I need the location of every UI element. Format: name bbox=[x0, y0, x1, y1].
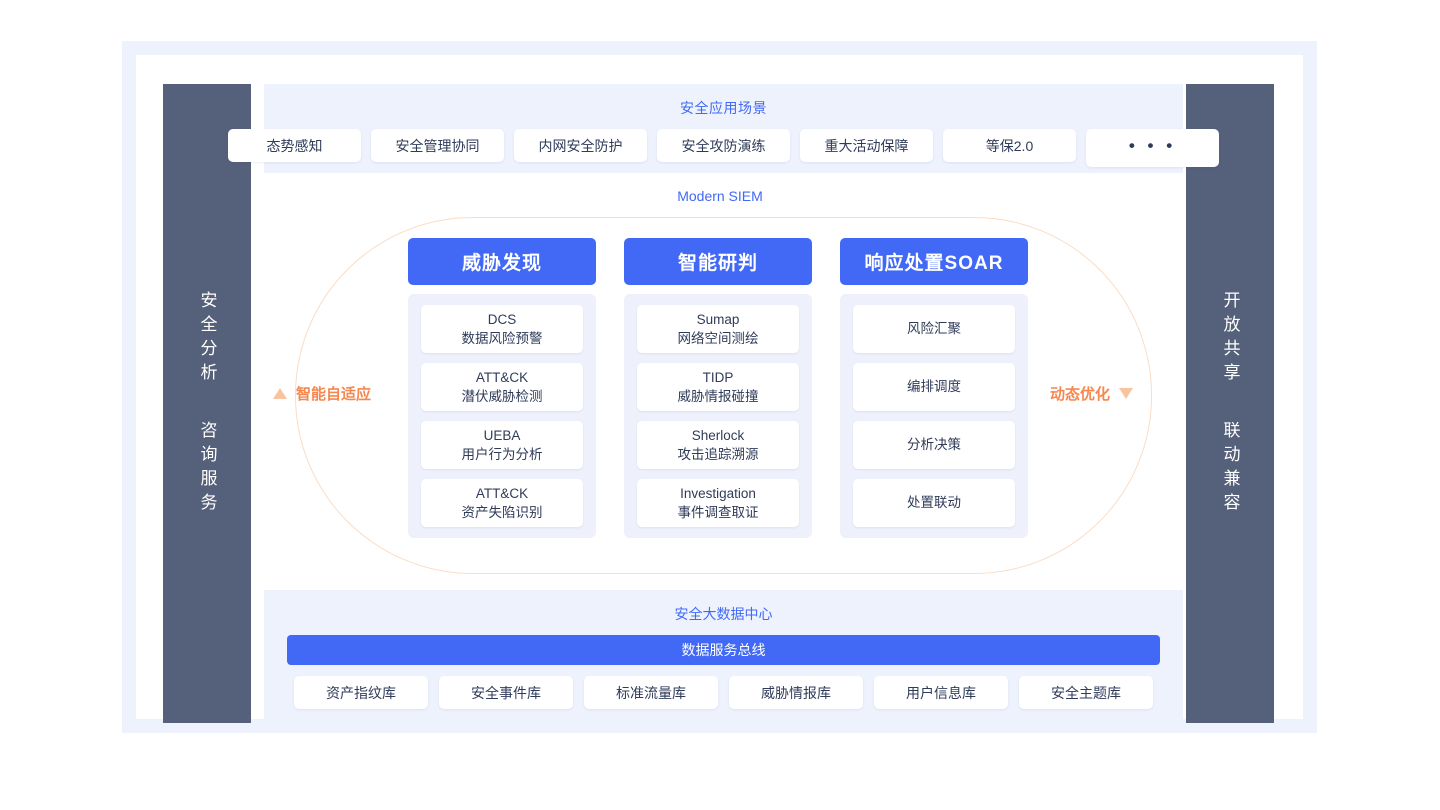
annotation-optimize: 动态优化 bbox=[1050, 383, 1134, 404]
card-en: Investigation bbox=[680, 485, 756, 501]
card-cn: 编排调度 bbox=[907, 379, 961, 395]
scenario-tag-more[interactable]: • • • bbox=[1086, 129, 1219, 167]
scenarios-tag-row: 态势感知 安全管理协同 内网安全防护 安全攻防演练 重大活动保障 等保2.0 •… bbox=[228, 129, 1219, 167]
scenarios-title: 安全应用场景 bbox=[680, 100, 767, 116]
right-side-panel: 开放共享 联动兼容 bbox=[1186, 84, 1274, 723]
card-en: UEBA bbox=[483, 427, 521, 443]
annotation-adaptive: 智能自适应 bbox=[273, 383, 371, 404]
left-panel-line-2: 咨询服务 bbox=[197, 420, 217, 517]
data-store-tag[interactable]: 标准流量库 bbox=[584, 676, 718, 709]
scenarios-section: 安全应用场景 态势感知 安全管理协同 内网安全防护 安全攻防演练 重大活动保障 … bbox=[228, 84, 1219, 173]
data-store-tag[interactable]: 安全主题库 bbox=[1019, 676, 1153, 709]
left-side-panel: 安全分析 咨询服务 bbox=[163, 84, 251, 723]
pillars-container: 威胁发现 DCS 数据风险预警 ATT&CK 潜伏威胁检测 UEBA 用户行为分… bbox=[408, 238, 1028, 538]
card-cn: 分析决策 bbox=[907, 437, 961, 453]
card-cn: 资产失陷识别 bbox=[461, 505, 543, 520]
right-panel-line-1: 开放共享 bbox=[1220, 290, 1240, 387]
pillar-card[interactable]: Sumap 网络空间测绘 bbox=[637, 305, 799, 353]
triangle-up-icon bbox=[273, 388, 287, 399]
data-store-row: 资产指纹库 安全事件库 标准流量库 威胁情报库 用户信息库 安全主题库 bbox=[294, 676, 1153, 709]
data-center-section: 安全大数据中心 数据服务总线 资产指纹库 安全事件库 标准流量库 威胁情报库 用… bbox=[264, 590, 1183, 723]
scenario-tag[interactable]: 态势感知 bbox=[228, 129, 361, 162]
card-en: ATT&CK bbox=[475, 369, 529, 385]
card-cn: 潜伏威胁检测 bbox=[461, 389, 543, 404]
scenario-tag[interactable]: 等保2.0 bbox=[943, 129, 1076, 162]
card-cn: 用户行为分析 bbox=[461, 447, 543, 462]
scenario-tag[interactable]: 安全攻防演练 bbox=[657, 129, 790, 162]
card-cn: 威胁情报碰撞 bbox=[677, 389, 759, 404]
pillar-response-soar: 响应处置SOAR 风险汇聚 编排调度 分析决策 处置联动 bbox=[840, 238, 1028, 538]
card-en: TIDP bbox=[702, 369, 734, 385]
data-store-tag[interactable]: 安全事件库 bbox=[439, 676, 573, 709]
data-center-title: 安全大数据中心 bbox=[674, 606, 773, 622]
scenario-tag[interactable]: 安全管理协同 bbox=[371, 129, 504, 162]
card-en: Sumap bbox=[696, 311, 740, 327]
pillar-threat-discovery: 威胁发现 DCS 数据风险预警 ATT&CK 潜伏威胁检测 UEBA 用户行为分… bbox=[408, 238, 596, 538]
card-en: Sherlock bbox=[691, 427, 745, 443]
pillar-header[interactable]: 响应处置SOAR bbox=[840, 238, 1028, 285]
scenario-tag[interactable]: 内网安全防护 bbox=[514, 129, 647, 162]
pillar-header[interactable]: 智能研判 bbox=[624, 238, 812, 285]
pillar-card[interactable]: 处置联动 bbox=[853, 479, 1015, 527]
data-store-tag[interactable]: 威胁情报库 bbox=[729, 676, 863, 709]
data-store-tag[interactable]: 资产指纹库 bbox=[294, 676, 428, 709]
left-panel-line-1: 安全分析 bbox=[197, 290, 217, 387]
pillar-card-group: 风险汇聚 编排调度 分析决策 处置联动 bbox=[840, 294, 1028, 538]
scenario-tag[interactable]: 重大活动保障 bbox=[800, 129, 933, 162]
pillar-card[interactable]: 编排调度 bbox=[853, 363, 1015, 411]
annotation-adaptive-label: 智能自适应 bbox=[296, 386, 372, 403]
card-cn: 处置联动 bbox=[907, 495, 961, 511]
triangle-down-icon bbox=[1119, 388, 1134, 399]
siem-boundary-shape bbox=[295, 217, 1152, 574]
card-en: ATT&CK bbox=[475, 485, 529, 501]
right-panel-line-2: 联动兼容 bbox=[1220, 420, 1240, 517]
annotation-optimize-label: 动态优化 bbox=[1050, 386, 1111, 403]
card-cn: 攻击追踪溯源 bbox=[677, 447, 759, 462]
pillar-card[interactable]: DCS 数据风险预警 bbox=[421, 305, 583, 353]
card-cn: 事件调查取证 bbox=[677, 505, 759, 520]
pillar-card[interactable]: ATT&CK 潜伏威胁检测 bbox=[421, 363, 583, 411]
data-store-tag[interactable]: 用户信息库 bbox=[874, 676, 1008, 709]
pillar-card[interactable]: UEBA 用户行为分析 bbox=[421, 421, 583, 469]
pillar-card-group: Sumap 网络空间测绘 TIDP 威胁情报碰撞 Sherlock 攻击追踪溯源… bbox=[624, 294, 812, 538]
siem-title: Modern SIEM bbox=[677, 188, 763, 204]
data-service-bus[interactable]: 数据服务总线 bbox=[287, 635, 1160, 665]
pillar-card[interactable]: 风险汇聚 bbox=[853, 305, 1015, 353]
pillar-card-group: DCS 数据风险预警 ATT&CK 潜伏威胁检测 UEBA 用户行为分析 ATT… bbox=[408, 294, 596, 538]
pillar-card[interactable]: TIDP 威胁情报碰撞 bbox=[637, 363, 799, 411]
card-cn: 风险汇聚 bbox=[907, 321, 961, 337]
pillar-card[interactable]: Investigation 事件调查取证 bbox=[637, 479, 799, 527]
card-cn: 网络空间测绘 bbox=[677, 331, 759, 346]
pillar-card[interactable]: 分析决策 bbox=[853, 421, 1015, 469]
card-cn: 数据风险预警 bbox=[461, 331, 543, 346]
pillar-card[interactable]: Sherlock 攻击追踪溯源 bbox=[637, 421, 799, 469]
pillar-card[interactable]: ATT&CK 资产失陷识别 bbox=[421, 479, 583, 527]
pillar-header[interactable]: 威胁发现 bbox=[408, 238, 596, 285]
pillar-intelligent-analysis: 智能研判 Sumap 网络空间测绘 TIDP 威胁情报碰撞 Sherlock 攻… bbox=[624, 238, 812, 538]
card-en: DCS bbox=[487, 311, 517, 327]
